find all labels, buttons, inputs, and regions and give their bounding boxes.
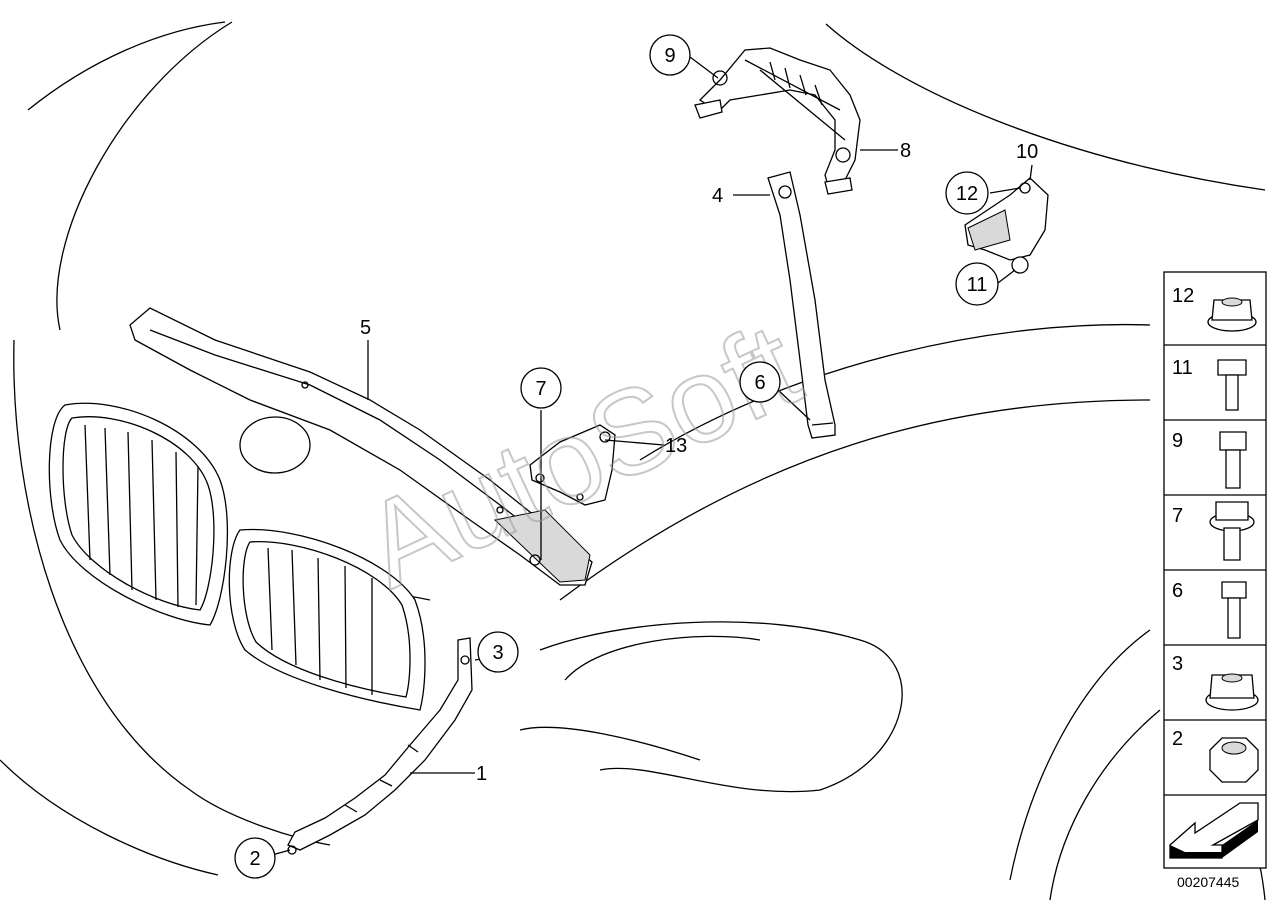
legend-row-11: 11 — [1172, 357, 1247, 411]
callout-label: 7 — [535, 378, 546, 400]
legend-row-6: 6 — [1172, 580, 1247, 639]
arrow-left-down-icon — [1169, 802, 1259, 859]
strut-part-4 — [767, 171, 836, 439]
callout-2: 2 — [234, 837, 276, 879]
callout-label: 2 — [249, 848, 260, 870]
legend-row-2: 2 — [1172, 728, 1259, 783]
legend-label: 9 — [1172, 430, 1183, 452]
bracket-part-8 — [694, 47, 861, 195]
front-support-beam — [129, 307, 593, 586]
callout-label: 8 — [900, 140, 911, 162]
callout-label: 5 — [360, 317, 371, 339]
legend-label: 6 — [1172, 580, 1183, 602]
callout-label: 10 — [1016, 141, 1038, 163]
fastener-legend: 12 11 9 7 — [1163, 271, 1267, 869]
flange-nut-icon — [1205, 673, 1259, 711]
callout-6: 6 — [739, 361, 781, 403]
callout-4: 4 — [712, 185, 723, 207]
callout-8: 8 — [900, 140, 911, 162]
flange-nut-icon — [1207, 297, 1257, 332]
callout-9: 9 — [649, 34, 691, 76]
callout-label: 12 — [956, 183, 978, 205]
callout-label: 1 — [476, 763, 487, 785]
hex-bolt-icon — [1219, 431, 1247, 489]
legend-row-7: 7 — [1172, 501, 1255, 561]
stay-rod-part-1 — [287, 637, 473, 855]
legend-row-3: 3 — [1172, 653, 1259, 711]
document-id: 00207445 — [1177, 874, 1240, 890]
flange-bolt-icon — [1209, 501, 1255, 561]
callout-13: 13 — [665, 435, 687, 457]
legend-row-9: 9 — [1172, 430, 1247, 489]
legend-label: 12 — [1172, 285, 1194, 307]
legend-label: 11 — [1172, 357, 1193, 379]
callout-label: 3 — [492, 642, 503, 664]
callout-label: 11 — [967, 274, 988, 296]
legend-label: 3 — [1172, 653, 1183, 675]
legend-label: 2 — [1172, 728, 1183, 750]
callout-7: 7 — [520, 367, 562, 409]
latch-part-10 — [964, 177, 1049, 274]
leader-lines — [271, 56, 1033, 856]
callout-label: 9 — [664, 45, 675, 67]
long-hex-bolt-icon — [1217, 359, 1247, 411]
callouts: 1 2 3 4 5 6 7 8 9 10 — [234, 34, 1038, 879]
callout-3: 3 — [477, 631, 519, 673]
callout-10: 10 — [1016, 141, 1038, 163]
hex-bolt-icon — [1221, 581, 1247, 639]
callout-1: 1 — [476, 763, 487, 785]
legend-label: 7 — [1172, 505, 1183, 527]
legend-row-12: 12 — [1172, 285, 1257, 332]
callout-label: 13 — [665, 435, 687, 457]
bracket-part-13 — [529, 424, 616, 506]
hex-nut-icon — [1209, 737, 1259, 783]
callout-5: 5 — [360, 317, 371, 339]
kidney-grille-right — [228, 528, 426, 711]
callout-label: 4 — [712, 185, 723, 207]
callout-label: 6 — [754, 372, 765, 394]
callout-11: 11 — [955, 262, 999, 306]
kidney-grille-left — [48, 402, 229, 626]
callout-12: 12 — [945, 171, 989, 215]
